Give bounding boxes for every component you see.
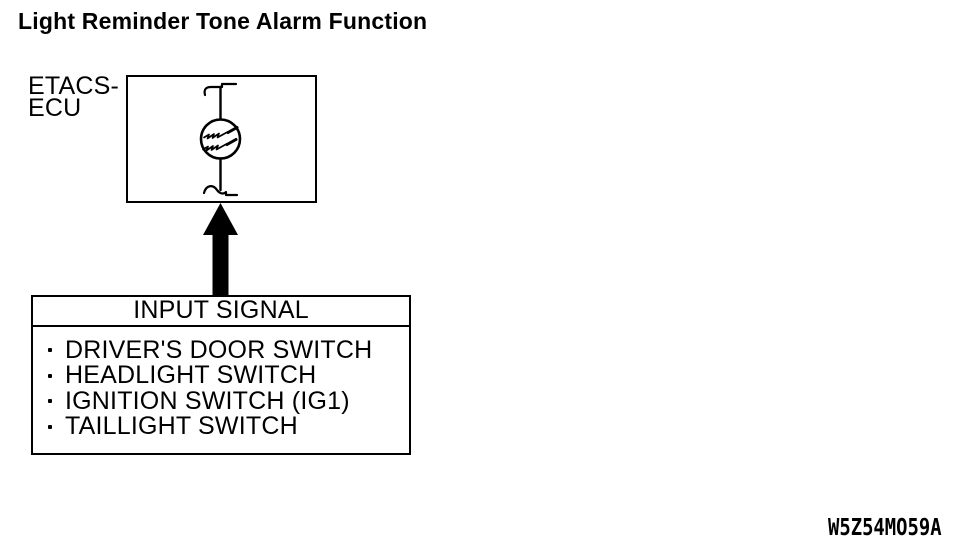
buzzer-icon	[199, 82, 242, 197]
list-item-label: IGNITION SWITCH (IG1)	[65, 386, 350, 415]
list-item-label: HEADLIGHT SWITCH	[65, 361, 317, 390]
input-signal-header: INPUT SIGNAL	[33, 296, 409, 327]
bullet-dot-icon	[48, 348, 52, 353]
list-item-label: TAILLIGHT SWITCH	[65, 412, 298, 441]
etacs-ecu-label: ETACS- ECU	[28, 72, 120, 122]
list-item: TAILLIGHT SWITCH	[48, 412, 409, 441]
etacs-ecu-label-line1: ETACS-	[28, 72, 120, 100]
list-item: HEADLIGHT SWITCH	[48, 361, 409, 390]
bullet-dot-icon	[48, 424, 52, 429]
figure-code: W5Z54MO59A	[828, 515, 942, 541]
list-item: IGNITION SWITCH (IG1)	[48, 386, 409, 415]
input-signal-list: DRIVER'S DOOR SWITCH HEADLIGHT SWITCH IG…	[33, 327, 409, 440]
etacs-ecu-label-line2: ECU	[28, 94, 82, 122]
list-item-label: DRIVER'S DOOR SWITCH	[65, 335, 373, 364]
bullet-dot-icon	[48, 373, 52, 378]
up-arrow-icon	[203, 203, 238, 296]
page-title: Light Reminder Tone Alarm Function	[18, 8, 428, 34]
list-item: DRIVER'S DOOR SWITCH	[48, 335, 409, 364]
input-signal-box: INPUT SIGNAL DRIVER'S DOOR SWITCH HEADLI…	[31, 295, 411, 455]
bullet-dot-icon	[48, 399, 52, 404]
